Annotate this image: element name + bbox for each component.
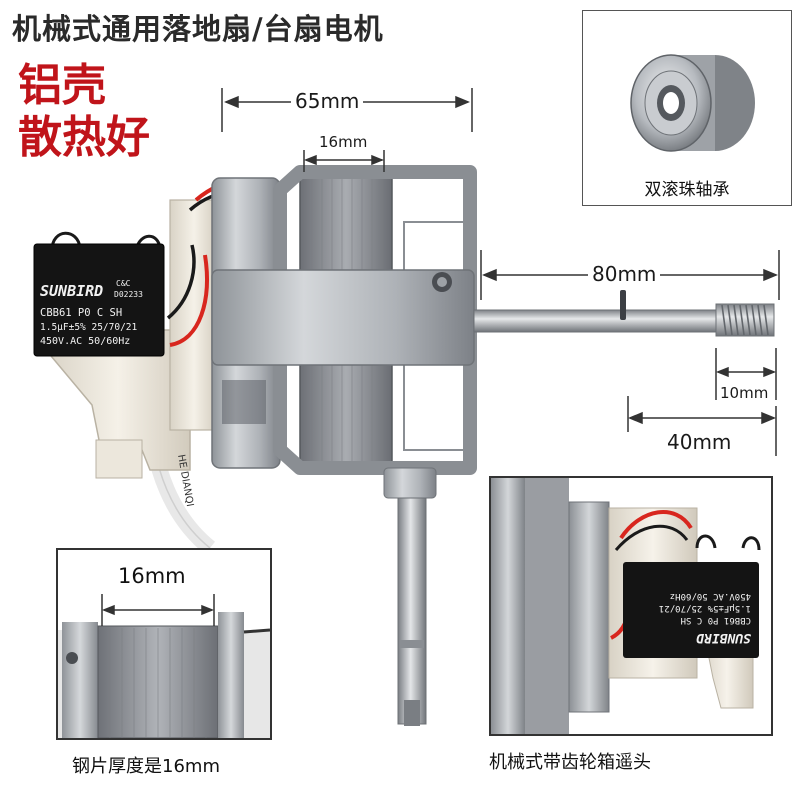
capacitor — [33, 243, 165, 357]
gearbox-capacitor-brand: SUNBIRD — [696, 630, 751, 645]
shaft-pin — [620, 290, 626, 320]
capacitor-model: CBB61 P0 C SH — [40, 307, 122, 319]
promo-text-good-heat-dissipation: 散热好 — [18, 112, 150, 163]
lamination-thickness-inset: 16mm — [56, 548, 272, 740]
capacitor-code: D02233 — [114, 290, 143, 299]
capacitor-brand: SUNBIRD — [40, 282, 103, 300]
lamination-closeup-image — [58, 594, 270, 738]
promo-text-aluminium-shell: 铝壳 — [18, 60, 106, 111]
page-title: 机械式通用落地扇/台扇电机 — [12, 12, 384, 46]
gearbox-motor-image: SUNBIRD CBB61 P0 C SH 1.5μF±5% 25/70/21 … — [491, 478, 761, 734]
gearbox-caption: 机械式带齿轮箱遥头 — [489, 752, 651, 773]
ball-bearing-image — [630, 54, 755, 152]
gearbox-capacitor-spec: 1.5μF±5% 25/70/21 — [659, 603, 751, 613]
gearbox-capacitor-rating: 450V.AC 50/60Hz — [670, 591, 751, 601]
bearing-inset: 双滚珠轴承 — [582, 10, 792, 206]
output-shaft — [473, 309, 725, 333]
dimension-label-10mm: 10mm — [718, 384, 771, 402]
dimension-label-16mm: 16mm — [315, 133, 372, 151]
bearing-caption: 双滚珠轴承 — [644, 180, 730, 200]
capacitor-rating: 450V.AC 50/60Hz — [40, 336, 130, 347]
dimension-label-80mm: 80mm — [588, 262, 661, 286]
dimension-label-40mm: 40mm — [663, 430, 736, 454]
swivel-shaft — [397, 497, 427, 725]
gearbox-inset: SUNBIRD CBB61 P0 C SH 1.5μF±5% 25/70/21 … — [489, 476, 773, 736]
capacitor-mark: C&C — [116, 279, 131, 288]
thickness-caption: 钢片厚度是16mm — [72, 756, 220, 777]
gearbox-capacitor-model: CBB61 P0 C SH — [681, 615, 751, 625]
thickness-dimension-label: 16mm — [118, 564, 186, 588]
dimension-label-65mm: 65mm — [291, 89, 364, 113]
front-frame — [273, 165, 477, 475]
capacitor-spec: 1.5μF±5% 25/70/21 — [40, 322, 138, 333]
